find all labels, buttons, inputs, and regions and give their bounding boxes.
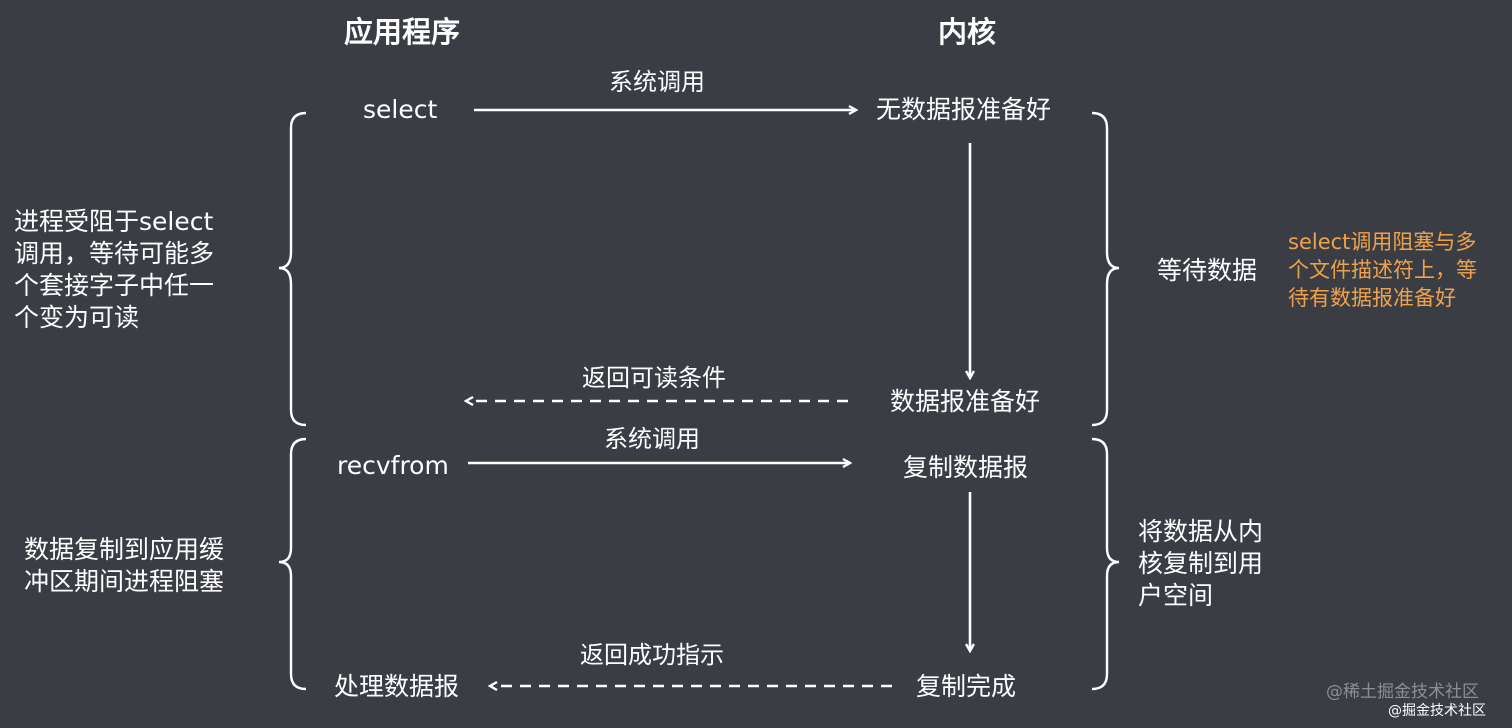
right-brace-phase2 xyxy=(1091,437,1120,691)
phase2-desc-line: 冲区期间进程阻塞 xyxy=(24,567,225,596)
syscall-label-2: 系统调用 xyxy=(604,425,700,453)
note-line: 待有数据报准备好 xyxy=(1288,286,1456,310)
phase2-left-description: 数据复制到应用缓 冲区期间进程阻塞 xyxy=(24,534,264,598)
phase1-left-description: 进程受阻于select 调用，等待可能多 个套接字子中任一 个变为可读 xyxy=(14,206,244,334)
return-success-label: 返回成功指示 xyxy=(580,641,724,669)
left-brace-phase2 xyxy=(278,437,307,691)
header-kernel: 内核 xyxy=(938,15,997,49)
copy-desc-line: 将数据从内 xyxy=(1138,517,1264,546)
kernel-copy-datagram: 复制数据报 xyxy=(903,453,1029,482)
note-line: select调用阻塞与多 xyxy=(1288,230,1477,254)
note-line: 个文件描述符上，等 xyxy=(1288,258,1477,282)
kernel-copy-complete: 复制完成 xyxy=(916,672,1017,701)
select-note: select调用阻塞与多 个文件描述符上，等 待有数据报准备好 xyxy=(1288,228,1510,312)
phase1-desc-line: 个变为可读 xyxy=(14,303,140,332)
watermark-secondary: @掘金技术社区 xyxy=(1388,703,1486,719)
kernel-datagram-ready: 数据报准备好 xyxy=(890,387,1041,416)
syscall-label-1: 系统调用 xyxy=(609,68,705,96)
app-process-datagram: 处理数据报 xyxy=(334,672,460,701)
app-select-label: select xyxy=(363,95,438,124)
phase2-desc-line: 数据复制到应用缓 xyxy=(24,535,225,564)
watermark-primary: @稀土掘金技术社区 xyxy=(1326,682,1479,702)
kernel-no-datagram-ready: 无数据报准备好 xyxy=(876,95,1052,124)
return-readable-label: 返回可读条件 xyxy=(582,364,726,392)
phase1-desc-line: 调用，等待可能多 xyxy=(14,239,215,268)
phase1-desc-line: 进程受阻于select xyxy=(14,207,214,236)
copy-desc-line: 核复制到用 xyxy=(1138,549,1264,578)
app-recvfrom-label: recvfrom xyxy=(337,451,449,480)
left-brace-phase1 xyxy=(278,111,307,427)
wait-for-data-label: 等待数据 xyxy=(1157,256,1258,285)
right-brace-phase1 xyxy=(1091,111,1120,427)
copy-desc-line: 户空间 xyxy=(1138,581,1214,610)
header-application: 应用程序 xyxy=(344,15,461,49)
phase1-desc-line: 个套接字子中任一 xyxy=(14,271,215,300)
copy-data-description: 将数据从内 核复制到用 户空间 xyxy=(1138,516,1298,612)
